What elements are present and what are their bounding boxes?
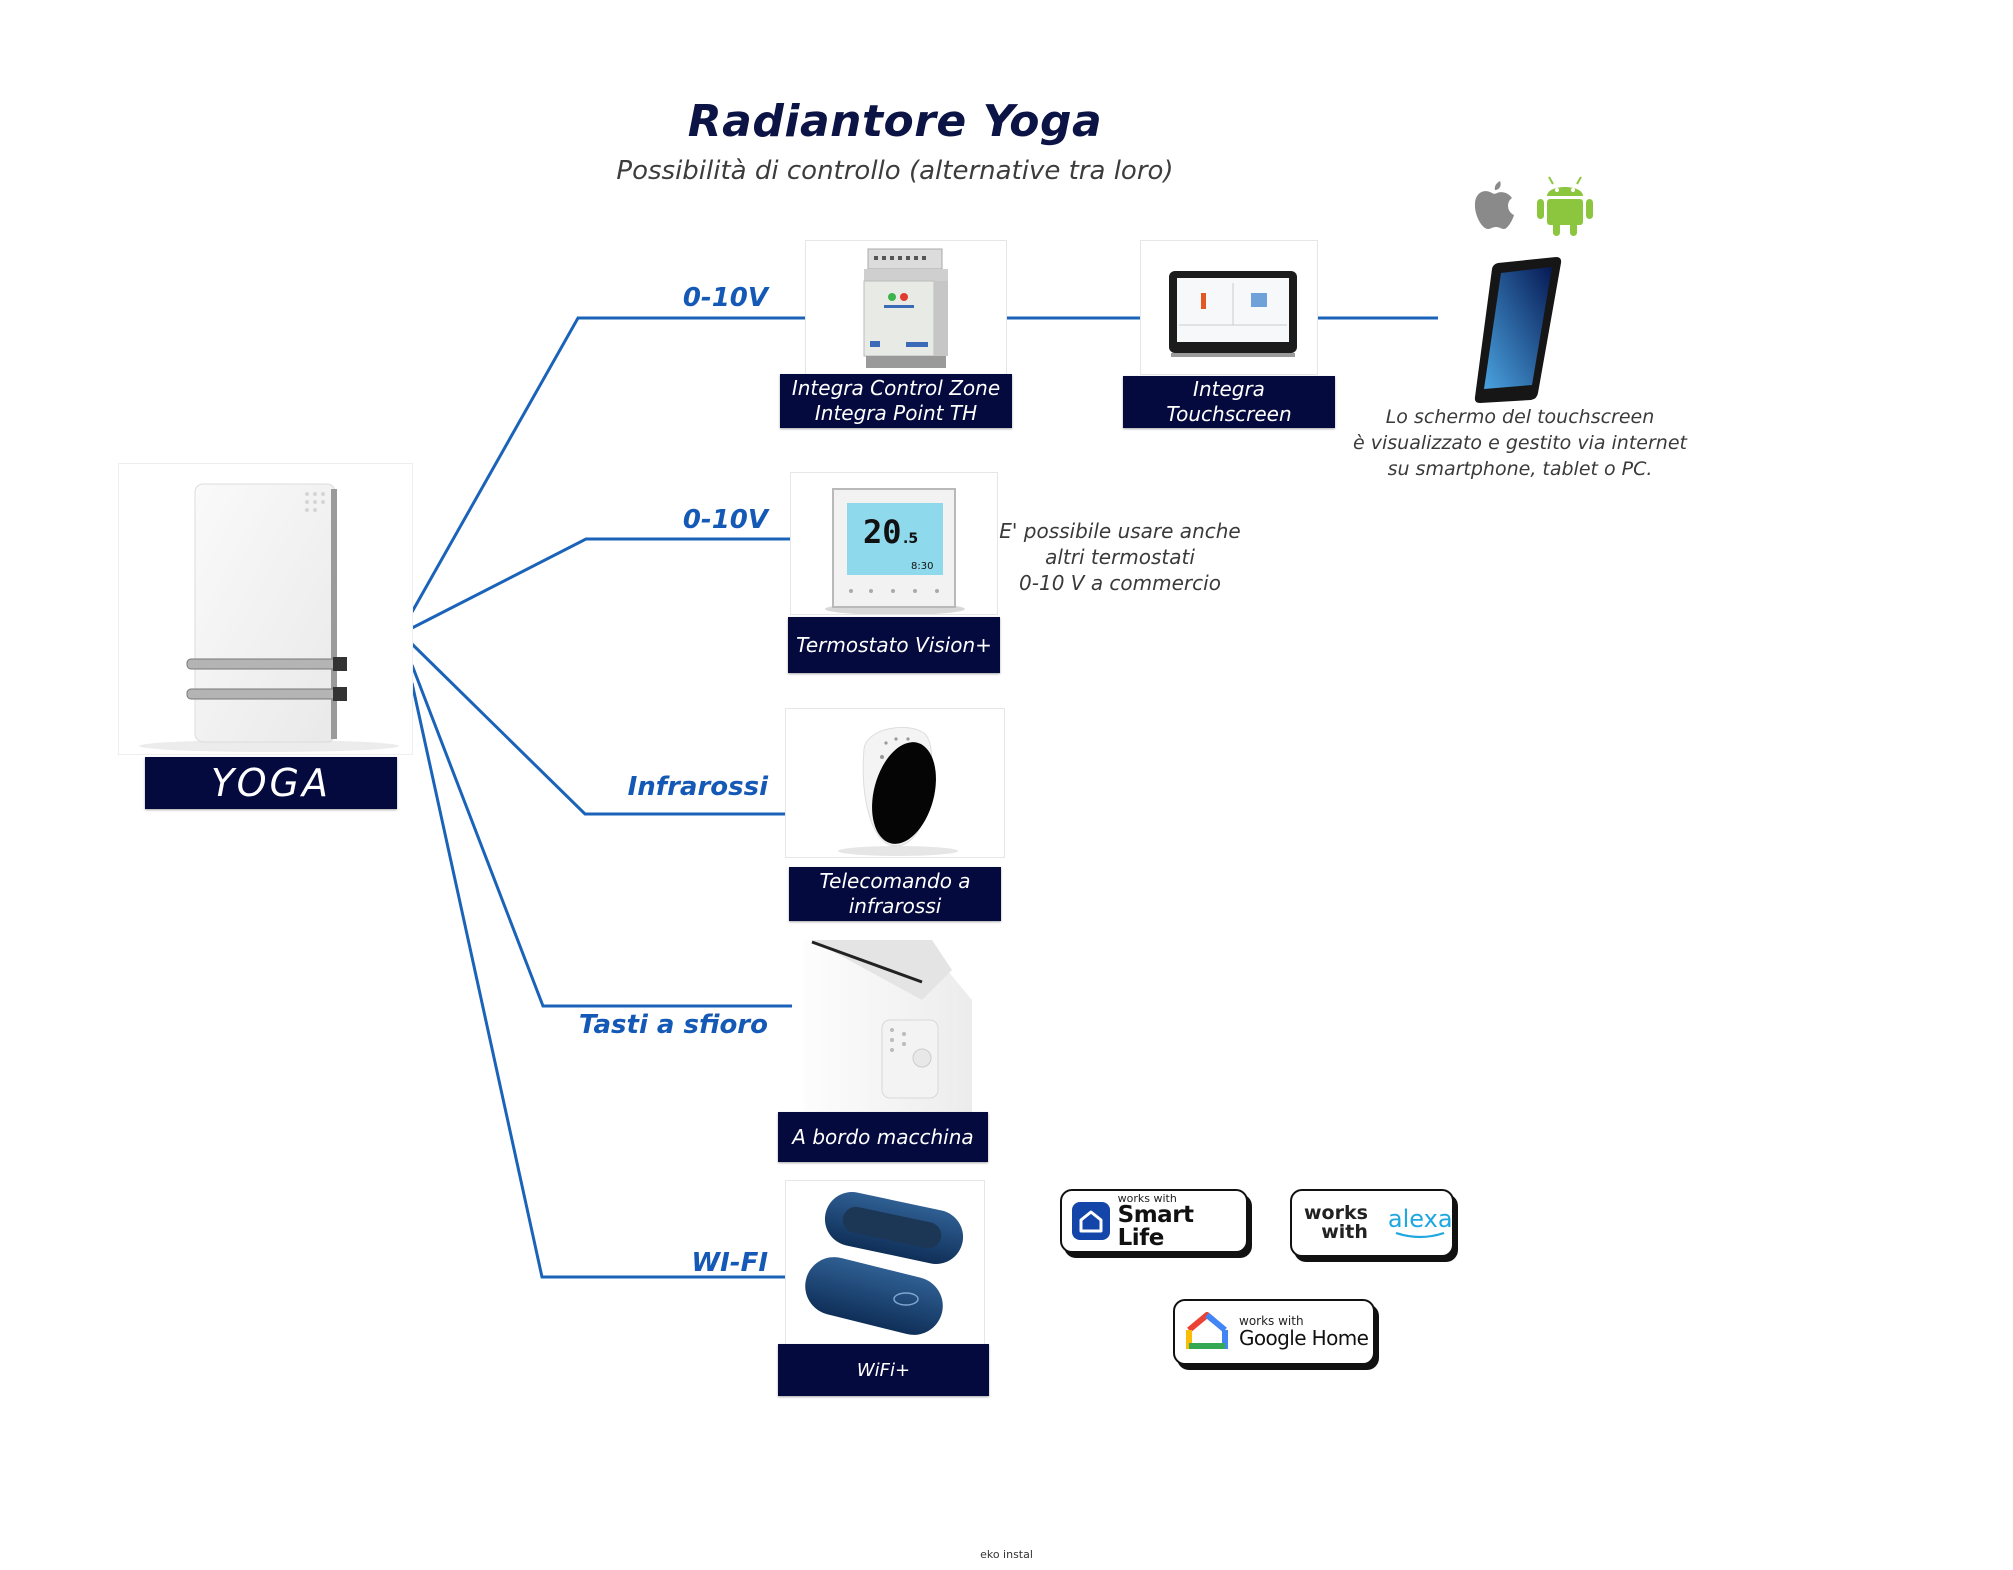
label-line-2: Integra Point TH (814, 401, 978, 425)
connection-label-touch-keys: Tasti a sfioro (578, 1010, 768, 1040)
label-line-2: infrarossi (848, 894, 942, 918)
onboard-keys-icon (804, 940, 972, 1120)
page-subtitle: Possibilità di controllo (alternative tr… (616, 156, 1174, 186)
alexa-brand: alexa (1387, 1205, 1453, 1233)
badge-alexa: works with alexa (1290, 1189, 1454, 1257)
apple-icon (1474, 181, 1514, 229)
radiator-icon (139, 483, 399, 752)
google-home-logo-icon (1186, 1312, 1228, 1349)
thermostat-image: 20 .5 8:30 (790, 472, 998, 615)
note-line: su smartphone, tablet o PC. (1387, 458, 1653, 480)
label-line-1: Integra (1193, 377, 1265, 401)
badge-google-home: works with Google Home (1173, 1299, 1375, 1365)
connector-line-wifi (410, 682, 800, 1279)
onboard-keys-label: A bordo macchina (778, 1112, 988, 1162)
connection-label-0-10v-1: 0-10V (682, 283, 768, 313)
connection-label-0-10v-2: 0-10V (682, 505, 768, 535)
footer-text: eko instal (980, 1548, 1033, 1561)
badge-small-text: works with (1239, 1314, 1304, 1329)
alexa-works: works (1304, 1202, 1368, 1224)
alexa-with: with (1321, 1221, 1368, 1243)
note-line: 0-10 V a commercio (1019, 571, 1221, 595)
integra-touchscreen-image (1140, 240, 1318, 375)
thermostat-time: 8:30 (911, 561, 933, 572)
connector-line-0-10v-thermostat (411, 537, 798, 630)
connector-line-touch-keys (410, 664, 792, 1008)
badge-big-text: Smart Life (1117, 1201, 1194, 1251)
badge-small-text: works with (1117, 1191, 1177, 1205)
integra-touchscreen-label: Integra Touchscreen (1123, 376, 1335, 428)
note-line: è visualizzato e gestito via internet (1353, 432, 1687, 454)
note-line: altri termostati (1045, 545, 1195, 569)
thermostat-temp: 20 (863, 513, 902, 551)
thermostat-label: Termostato Vision+ (788, 617, 1000, 673)
note-line: E' possibile usare anche (999, 519, 1241, 543)
wifi-dongle-icon (805, 1192, 964, 1335)
connector-line-0-10v-integra (410, 316, 805, 613)
connection-label-wifi: WI-FI (691, 1248, 768, 1278)
label-line-2: Touchscreen (1166, 402, 1292, 426)
badge-smart-life: works with Smart Life (1060, 1189, 1248, 1253)
integra-control-zone-image (805, 240, 1007, 375)
onboard-keys-image (792, 940, 988, 1120)
din-controller-icon (863, 248, 948, 368)
label-line-1: Integra Control Zone (791, 376, 1001, 400)
note-line: Lo schermo del touchscreen (1385, 406, 1655, 428)
connector-line-infrared (410, 642, 785, 816)
integra-control-zone-label: Integra Control Zone Integra Point TH (780, 374, 1012, 428)
thermostat-note: E' possibile usare anche altri termostat… (985, 518, 1255, 596)
ir-remote-image (785, 708, 1005, 858)
alexa-smile-icon (1395, 1231, 1445, 1239)
smart-life-logo-icon (1072, 1202, 1110, 1240)
badge-big-text: Google Home (1239, 1325, 1369, 1350)
label-line-1: Telecomando a (819, 869, 971, 893)
ir-remote-label: Telecomando a infrarossi (789, 867, 1001, 921)
wifi-dongle-image (785, 1180, 985, 1345)
yoga-label: YOGA (145, 757, 397, 809)
smartphone-note: Lo schermo del touchscreen è visualizzat… (1320, 404, 1720, 482)
yoga-radiator-image (118, 463, 413, 755)
ir-remote-icon (838, 726, 958, 856)
touchscreen-panel-icon (1169, 271, 1297, 357)
wifi-dongle-label: WiFi+ (778, 1344, 989, 1396)
thermostat-icon: 20 .5 8:30 (825, 488, 965, 614)
page-title: Radiantore Yoga (687, 96, 1103, 147)
android-icon (1537, 176, 1593, 236)
connection-label-infrared: Infrarossi (627, 772, 768, 802)
thermostat-decimal: .5 (903, 531, 918, 547)
smartphone-icon (1474, 257, 1562, 403)
